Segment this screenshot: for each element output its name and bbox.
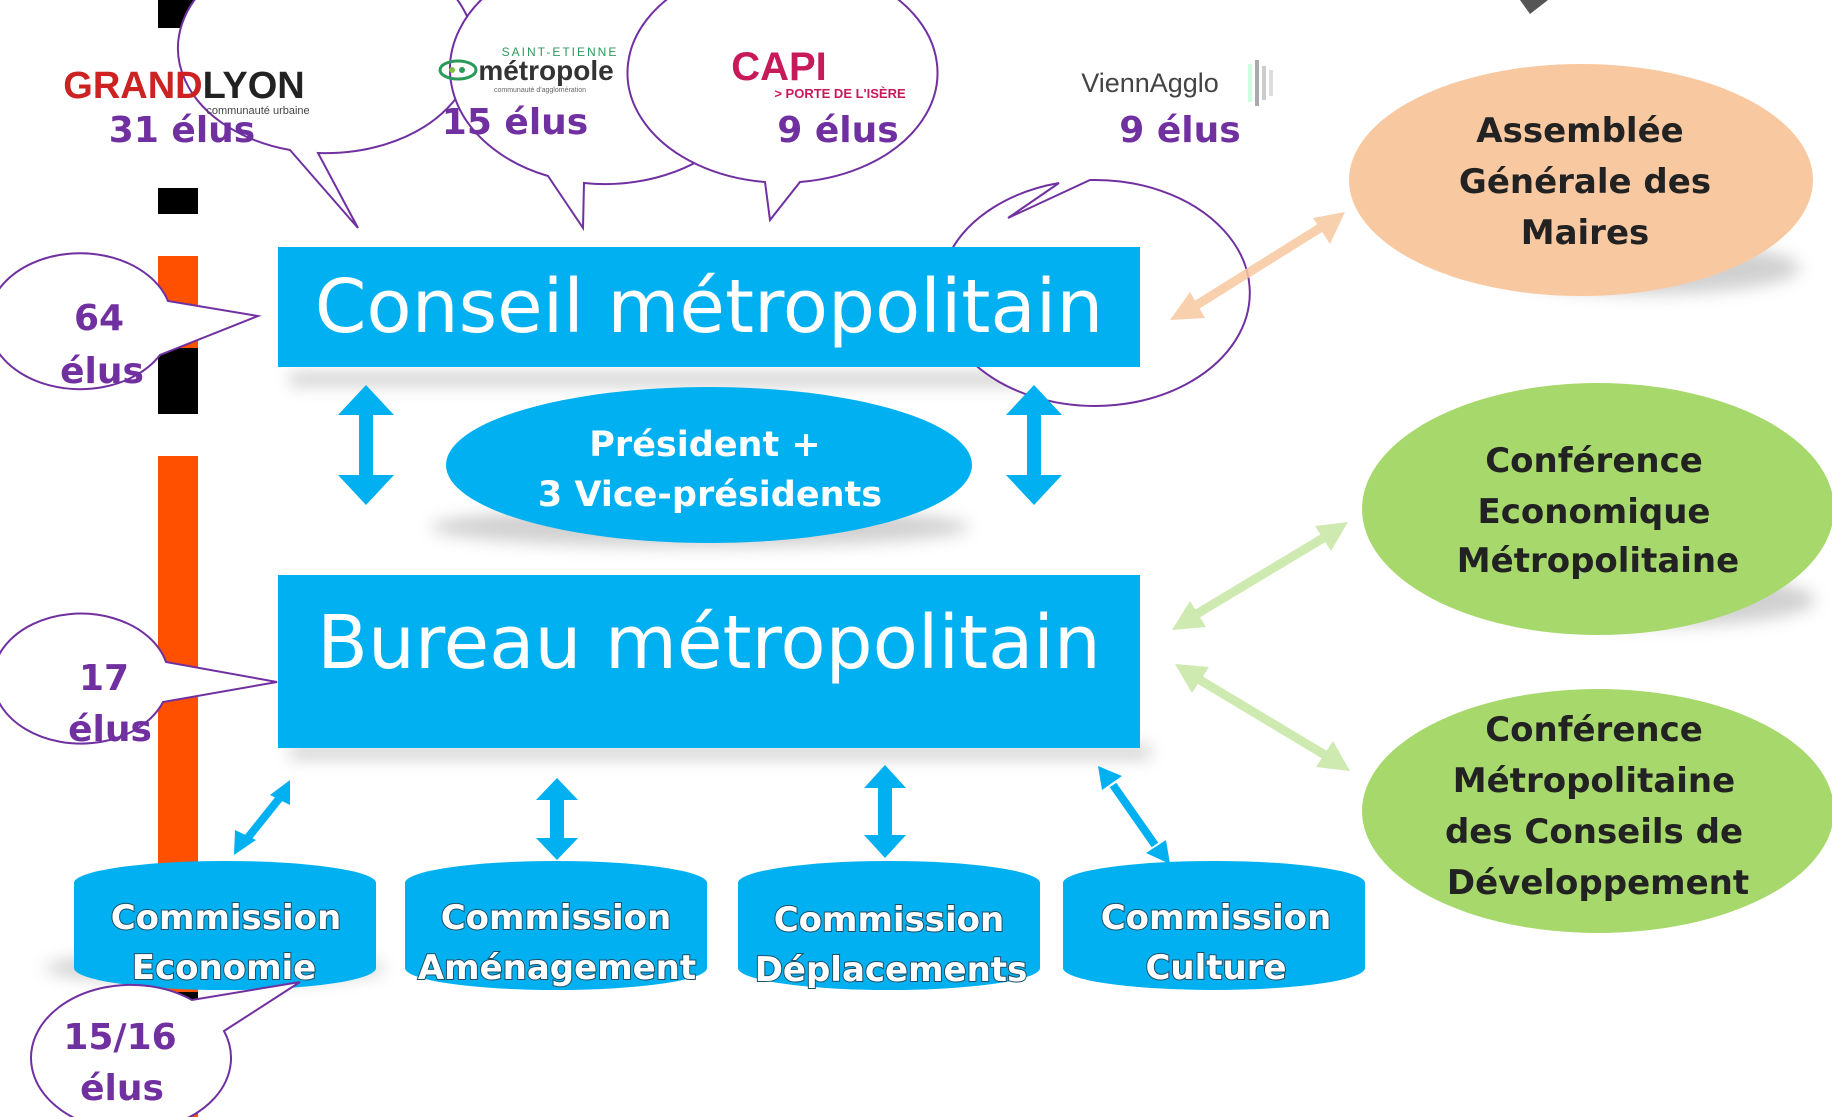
commission-amenagement-line2: Aménagement xyxy=(418,948,696,988)
bureau-box: Bureau métropolitain xyxy=(278,575,1140,748)
president-line1: Président + xyxy=(589,425,820,465)
arrow-bureau-culture xyxy=(1098,766,1170,864)
grandlyon-count: 31 élus xyxy=(109,110,255,151)
grandlyon-logo-sub: communauté urbaine xyxy=(206,105,309,117)
commission-economie: Commission Economie xyxy=(74,861,376,990)
commission-culture-line2: Culture xyxy=(1145,948,1286,988)
saint-etienne-logo-top: SAINT-ETIENNE xyxy=(502,45,619,59)
commission-deplacements: Commission Déplacements xyxy=(738,861,1040,991)
conseil-count-line2: élus xyxy=(60,351,144,392)
conf-dev-line4: Développement xyxy=(1447,863,1749,903)
commission-economie-line2: Economie xyxy=(132,948,316,988)
assemblee-line3: Maires xyxy=(1521,213,1650,253)
arrow-bureau-conf-eco xyxy=(1172,522,1348,630)
arrow-bureau-deplacements xyxy=(864,765,906,858)
commission-culture-line1: Commission xyxy=(1101,898,1332,938)
arrow-bureau-amenagement xyxy=(536,778,578,860)
conf-dev-line2: Métropolitaine xyxy=(1453,761,1735,801)
viennagglo-logo-icon xyxy=(1248,60,1273,106)
viennagglo-count: 9 élus xyxy=(1119,110,1240,151)
bureau-count-line1: 17 xyxy=(79,658,129,699)
conf-eco-line1: Conférence xyxy=(1485,441,1703,481)
conf-eco-oval: Conférence Economique Métropolitaine xyxy=(1362,383,1832,635)
commission-count-line2: élus xyxy=(80,1068,164,1109)
arrow-bureau-economie xyxy=(234,780,290,855)
conseil-title: Conseil métropolitain xyxy=(315,264,1103,350)
bubble-capi: CAPI > PORTE DE L'ISÈRE 9 élus xyxy=(626,0,939,223)
decorative-mark xyxy=(1520,0,1548,14)
conf-dev-line3: des Conseils de xyxy=(1445,812,1743,852)
commission-deplacements-line1: Commission xyxy=(774,900,1005,940)
saint-etienne-logo-icon xyxy=(438,59,478,81)
conf-eco-line3: Métropolitaine xyxy=(1457,541,1739,581)
commission-amenagement: Commission Aménagement xyxy=(405,861,707,990)
arrow-bureau-conf-dev xyxy=(1175,664,1350,771)
saint-etienne-count: 15 élus xyxy=(442,102,588,143)
capi-logo-sub: > PORTE DE L'ISÈRE xyxy=(774,86,906,101)
bubble-bureau-count: 17 élus xyxy=(0,612,278,750)
president-line2: 3 Vice-présidents xyxy=(538,475,882,515)
commission-deplacements-line2: Déplacements xyxy=(755,950,1028,990)
arrow-conseil-assemblee xyxy=(1170,212,1345,320)
conf-dev-line1: Conférence xyxy=(1485,710,1703,750)
conf-dev-oval: Conférence Métropolitaine des Conseils d… xyxy=(1362,689,1832,933)
assemblee-line1: Assemblée xyxy=(1476,111,1683,151)
arrow-conseil-bureau-left xyxy=(338,385,394,505)
commission-culture: Commission Culture xyxy=(1063,861,1365,990)
bubble-grandlyon: GRANDLYON communauté urbaine 31 élus xyxy=(63,0,475,229)
president-oval: Président + 3 Vice-présidents xyxy=(446,387,972,543)
saint-etienne-logo: métropole xyxy=(478,55,613,86)
conseil-count-line1: 64 xyxy=(74,298,124,339)
grandlyon-logo-part1: GRAND xyxy=(63,65,202,107)
viennagglo-logo: ViennAgglo xyxy=(1081,68,1219,98)
bureau-title: Bureau métropolitain xyxy=(317,600,1101,686)
grandlyon-logo-part2: LYON xyxy=(203,65,305,107)
arrow-conseil-bureau-right xyxy=(1006,385,1062,505)
bubble-commission-count: 15/16 élus xyxy=(30,981,301,1117)
conseil-box: Conseil métropolitain xyxy=(278,247,1140,367)
capi-logo: CAPI xyxy=(731,45,827,89)
conf-eco-line2: Economique xyxy=(1478,492,1711,532)
bureau-count-line2: élus xyxy=(68,709,152,750)
saint-etienne-logo-sub: communauté d'agglomération xyxy=(494,87,586,94)
bubble-conseil-count: 64 élus xyxy=(0,252,262,392)
commission-count-line1: 15/16 xyxy=(63,1017,176,1058)
svg-text:GRANDLYON: GRANDLYON xyxy=(63,65,304,107)
capi-count: 9 élus xyxy=(777,110,898,151)
assemblee-oval: Assemblée Générale des Maires xyxy=(1349,64,1813,296)
commission-amenagement-line1: Commission xyxy=(441,898,672,938)
commission-economie-line1: Commission xyxy=(111,898,342,938)
assemblee-line2: Générale des xyxy=(1459,162,1711,202)
